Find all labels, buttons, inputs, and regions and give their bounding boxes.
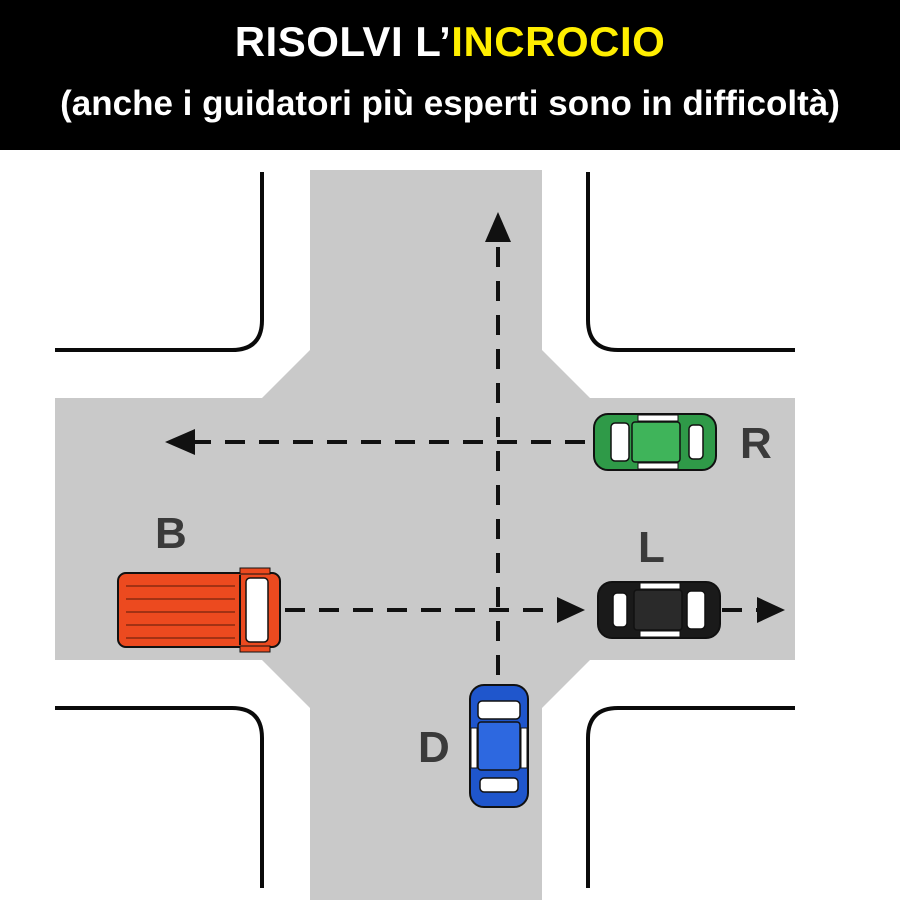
curb-bottom-right: [586, 706, 795, 888]
arrowhead-left: [165, 429, 195, 455]
page-subtitle: (anche i guidatori più esperti sono in d…: [60, 84, 840, 123]
intersection-diagram: R B L D: [55, 170, 795, 900]
path-arrowheads: [165, 212, 785, 623]
curb-top-right: [586, 172, 795, 352]
curb-bottom-left: [55, 706, 264, 888]
arrowhead-right-l: [757, 597, 785, 623]
title-highlight: INCROCIO: [451, 18, 666, 65]
title-text: RISOLVI L’: [234, 18, 452, 65]
road-edges: [55, 172, 795, 888]
page-title: RISOLVI L’INCROCIO: [0, 18, 900, 66]
arrowhead-right-b: [557, 597, 585, 623]
label-l: L: [638, 523, 665, 572]
label-r: R: [740, 419, 772, 468]
curb-top-left: [55, 172, 264, 352]
label-b: B: [155, 509, 187, 558]
vehicle-l-car: [597, 581, 721, 639]
vehicle-paths: [195, 240, 762, 675]
arrowhead-up: [485, 212, 511, 242]
vehicle-r-car: [593, 413, 717, 471]
header-banner: RISOLVI L’INCROCIO (anche i guidatori pi…: [0, 0, 900, 150]
vehicle-b-van: [117, 567, 281, 653]
vehicle-d-car: [469, 684, 529, 808]
label-d: D: [418, 723, 450, 772]
